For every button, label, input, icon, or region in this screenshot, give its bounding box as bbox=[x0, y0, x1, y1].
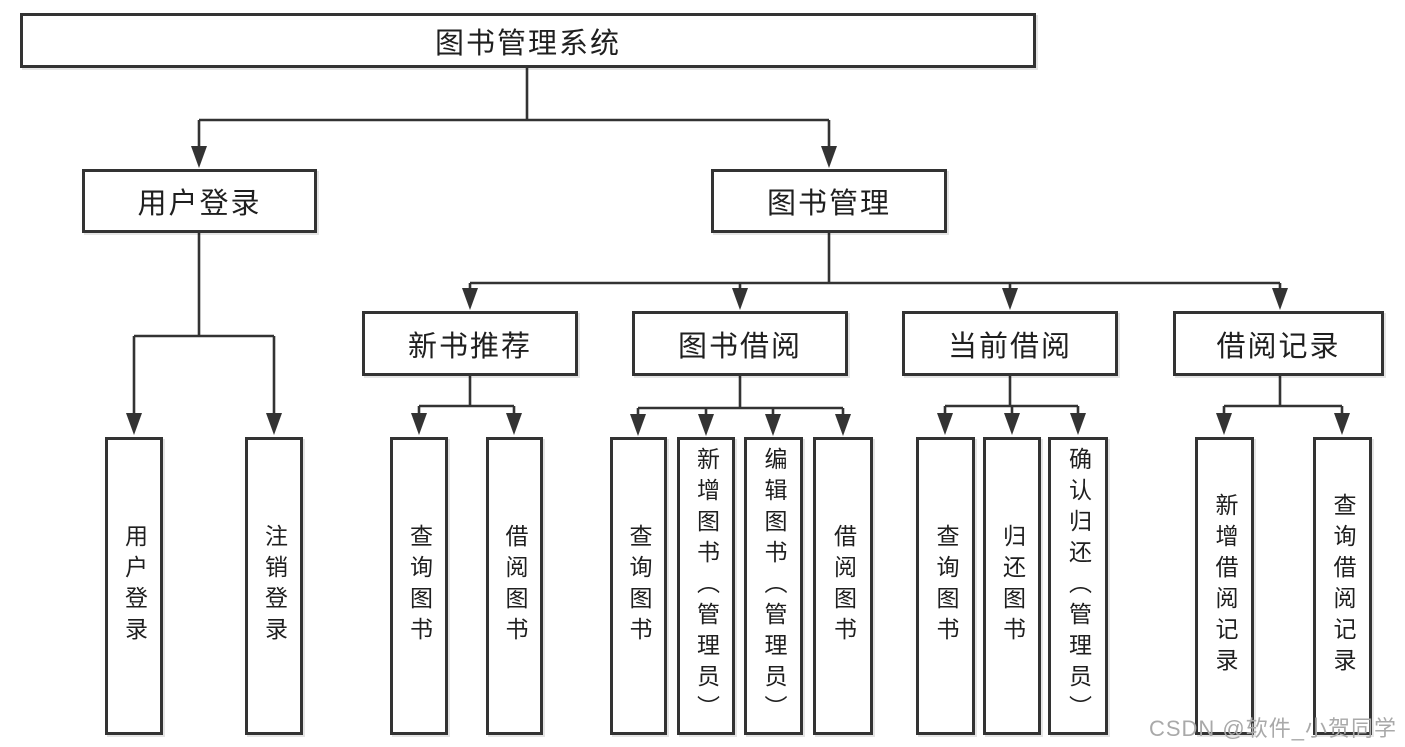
node-library-management-system: 图书管理系统 bbox=[20, 13, 1036, 68]
connector-arrows bbox=[126, 120, 1350, 436]
node-user-login: 用户登录 bbox=[82, 169, 317, 233]
leaf-confirm-return-admin: 确认归还（管理员） bbox=[1048, 437, 1108, 735]
leaf-borrow-books-recommend: 借阅图书 bbox=[486, 437, 543, 735]
leaf-borrow-books: 借阅图书 bbox=[813, 437, 873, 735]
leaf-query-books-recommend: 查询图书 bbox=[390, 437, 448, 735]
leaf-user-login: 用户登录 bbox=[105, 437, 163, 735]
csdn-watermark: CSDN @软件_小贺同学 bbox=[1148, 716, 1397, 741]
leaf-query-books-borrow: 查询图书 bbox=[610, 437, 667, 735]
leaf-add-books-admin: 新增图书（管理员） bbox=[677, 437, 735, 735]
leaf-query-borrow-record: 查询借阅记录 bbox=[1313, 437, 1372, 735]
leaf-logout: 注销登录 bbox=[245, 437, 303, 735]
leaf-add-borrow-record: 新增借阅记录 bbox=[1195, 437, 1254, 735]
leaf-return-books: 归还图书 bbox=[983, 437, 1041, 735]
node-book-borrowing: 图书借阅 bbox=[632, 311, 848, 376]
node-new-book-recommendation: 新书推荐 bbox=[362, 311, 578, 376]
leaf-edit-books-admin: 编辑图书（管理员） bbox=[744, 437, 803, 735]
node-borrowing-records: 借阅记录 bbox=[1173, 311, 1384, 376]
leaf-query-books-current: 查询图书 bbox=[916, 437, 975, 735]
node-current-borrowing: 当前借阅 bbox=[902, 311, 1118, 376]
node-book-management: 图书管理 bbox=[711, 169, 947, 233]
